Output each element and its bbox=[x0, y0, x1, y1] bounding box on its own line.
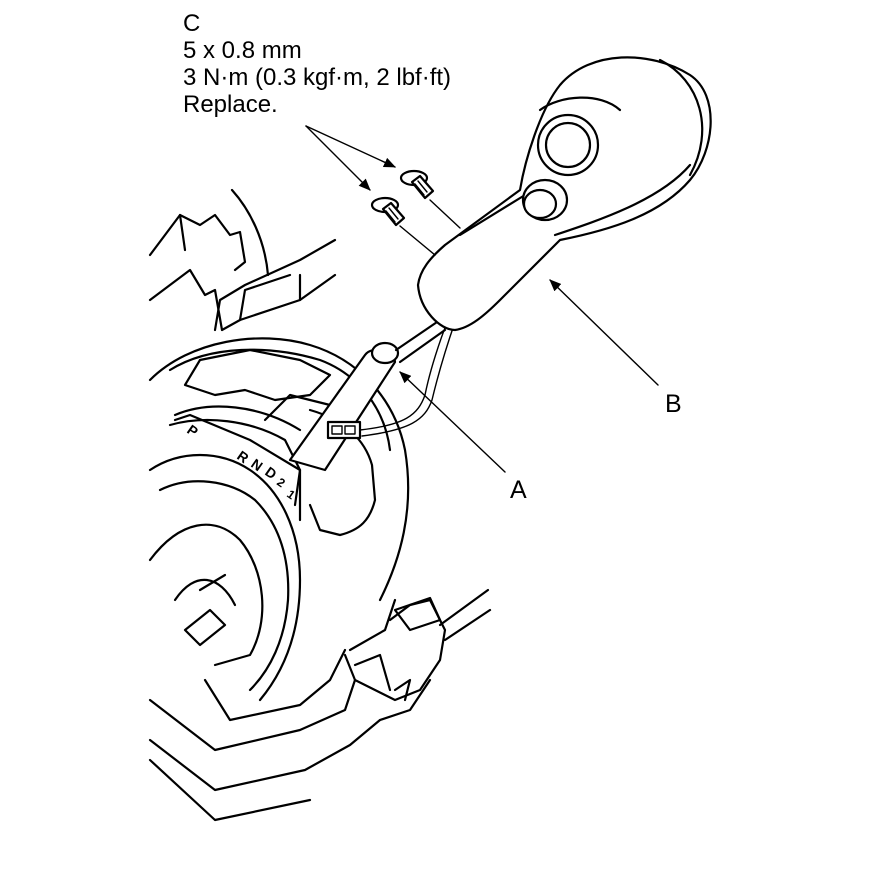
part-letter-c: C bbox=[183, 10, 201, 37]
selector-housing bbox=[148, 337, 492, 822]
replace-note: Replace. bbox=[183, 91, 278, 118]
indicator-letter-p: P bbox=[184, 421, 201, 439]
console-structure bbox=[148, 188, 337, 332]
leader-a bbox=[399, 371, 506, 473]
gear-indicator-strip: P R N D 2 1 bbox=[173, 413, 302, 507]
indicator-letter-d: D bbox=[262, 463, 279, 482]
leader-c-lower bbox=[305, 125, 371, 191]
mounting-screws bbox=[370, 169, 461, 256]
leader-c-upper bbox=[305, 125, 396, 168]
screw-torque: 3 N·m (0.3 kgf·m, 2 lbf·ft) bbox=[183, 64, 452, 91]
leader-b bbox=[549, 279, 659, 386]
callout-b: B bbox=[665, 390, 682, 418]
indicator-letter-2: 2 bbox=[274, 475, 288, 490]
leader-lines bbox=[305, 125, 659, 473]
screw-spec-label: C 5 x 0.8 mm 3 N·m (0.3 kgf·m, 2 lbf·ft)… bbox=[183, 10, 451, 118]
shift-knob bbox=[416, 56, 712, 332]
callout-a: A bbox=[510, 476, 527, 504]
shift-lever-shaft bbox=[288, 318, 447, 472]
screw-size: 5 x 0.8 mm bbox=[183, 37, 302, 64]
